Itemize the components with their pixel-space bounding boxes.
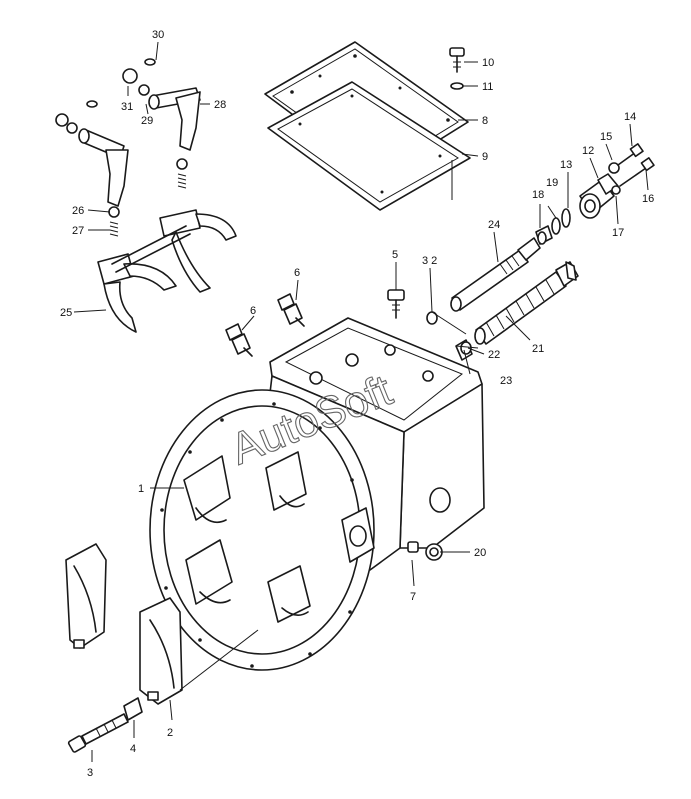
callout-20: 20 [474,547,486,559]
callout-10: 10 [482,57,494,69]
plug-7 [407,541,419,553]
lock-plate-4 [123,697,143,721]
o-ring-19 [551,217,561,235]
callout-labels: 1 2 3 4 5 6 6 7 8 9 10 11 12 13 14 15 16… [60,29,654,779]
shift-lever-left [78,128,129,207]
callout-26: 26 [72,205,84,217]
bushing-18 [535,225,553,245]
breather-5 [387,289,405,319]
callout-8: 8 [482,115,488,127]
cover-bolt [449,47,465,73]
callout-25: 25 [60,307,72,319]
callout-7: 7 [410,591,416,603]
drain-plug-20 [425,543,443,561]
callout-21: 21 [532,343,544,355]
callout-31: 31 [121,101,133,113]
callout-29: 29 [141,115,153,127]
callout-32: 3 2 [422,255,437,267]
bearing-cap-upper [65,543,107,649]
callout-14: 14 [624,111,636,123]
callout-13: 13 [560,159,572,171]
cover-gasket [267,81,471,211]
switch-6-right [277,293,305,327]
callout-11: 11 [482,81,493,93]
callout-9: 9 [482,151,488,163]
leader-lines [73,41,649,762]
cover-washer [450,82,464,90]
callout-16: 16 [642,193,654,205]
callout-6b: 6 [250,305,256,317]
callout-1: 1 [138,483,144,495]
callout-19: 19 [546,177,558,189]
callout-22: 22 [488,349,500,361]
driven-gear-shaft-24 [450,237,541,312]
callout-2: 2 [167,727,173,739]
o-ring-13 [561,208,571,228]
callout-12: 12 [582,145,594,157]
callout-28: 28 [214,99,226,111]
callout-27: 27 [72,225,84,237]
callout-5: 5 [392,249,398,261]
callout-4: 4 [130,743,136,755]
speedometer-bolts [608,143,655,195]
washer-23 [460,341,472,355]
snap-rings [55,58,156,134]
callout-15: 15 [600,131,612,143]
callout-18: 18 [532,189,544,201]
shift-fork-25 [97,209,237,333]
callout-30: 30 [152,29,164,41]
transmission-case [149,317,485,671]
callout-17: 17 [612,227,624,239]
bearing-cap-lower [139,597,183,705]
speedometer-sleeve [579,173,619,219]
shift-spring-21 [474,261,579,345]
callout-3: 3 [87,767,93,779]
callout-6a: 6 [294,267,300,279]
cap-bolt-3 [67,713,129,753]
detent-balls-springs [108,158,188,237]
callout-23: 23 [500,375,512,387]
switch-6-left [225,323,253,357]
shift-lever-28 [148,87,201,151]
callout-24: 24 [488,219,500,231]
